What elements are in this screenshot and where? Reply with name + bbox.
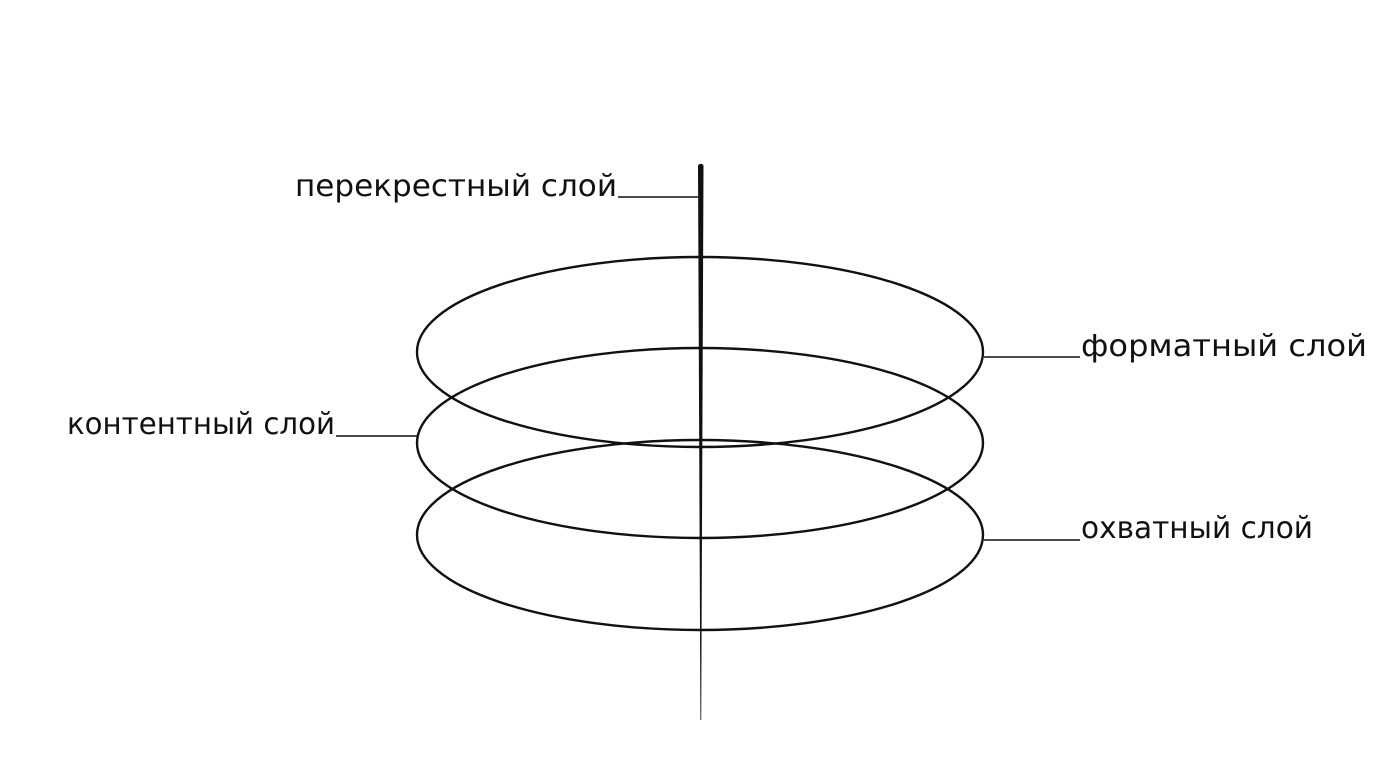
cross-layer-label: перекрестный слой — [295, 169, 617, 204]
cross-layer-axis — [698, 166, 704, 720]
content-layer-label: контентный слой — [67, 407, 335, 442]
cross-layer-axis-cap — [698, 163, 704, 170]
wrap-layer-label: охватный слой — [1081, 511, 1313, 546]
format-layer-label: форматный слой — [1081, 329, 1367, 364]
